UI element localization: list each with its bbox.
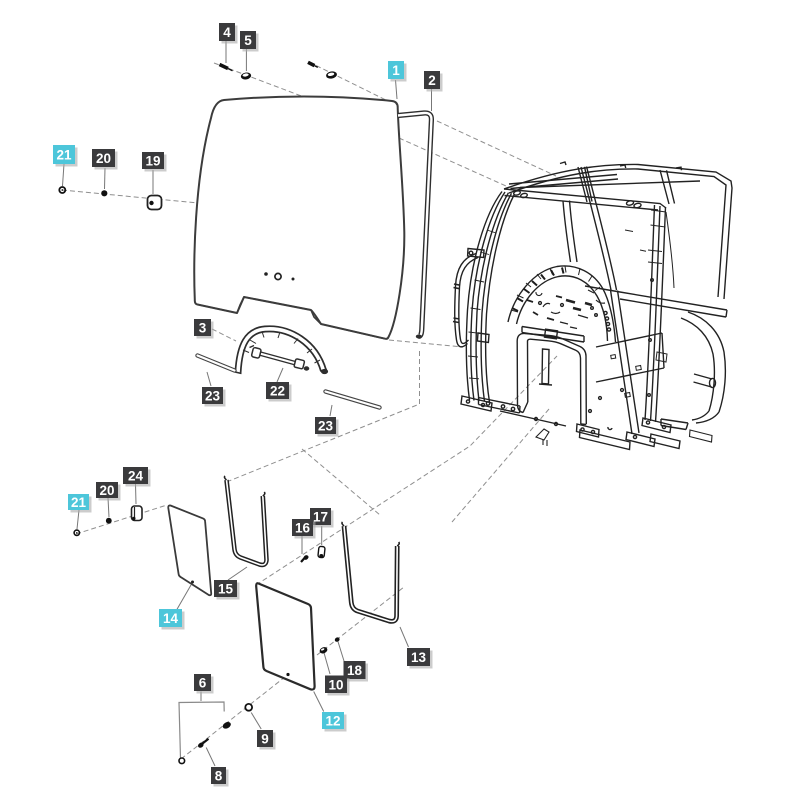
svg-text:6: 6 [199, 676, 207, 691]
svg-text:17: 17 [313, 510, 328, 525]
svg-text:4: 4 [223, 25, 231, 40]
svg-text:24: 24 [128, 469, 144, 484]
svg-text:20: 20 [96, 151, 111, 166]
svg-text:3: 3 [199, 321, 207, 336]
svg-text:16: 16 [295, 521, 311, 536]
svg-text:12: 12 [325, 714, 340, 729]
svg-text:20: 20 [99, 483, 114, 498]
svg-text:21: 21 [56, 148, 72, 163]
svg-text:22: 22 [270, 384, 285, 399]
svg-text:21: 21 [71, 495, 87, 510]
svg-text:5: 5 [244, 33, 252, 48]
svg-text:13: 13 [411, 650, 427, 665]
svg-text:15: 15 [218, 582, 234, 597]
svg-text:2: 2 [428, 73, 436, 88]
svg-text:8: 8 [215, 769, 223, 784]
svg-text:1: 1 [392, 63, 400, 78]
svg-text:23: 23 [205, 389, 221, 404]
svg-text:14: 14 [163, 611, 179, 626]
svg-text:10: 10 [328, 677, 343, 692]
svg-text:19: 19 [145, 154, 160, 169]
svg-text:23: 23 [318, 419, 334, 434]
svg-text:9: 9 [261, 732, 269, 747]
svg-text:18: 18 [347, 663, 363, 678]
